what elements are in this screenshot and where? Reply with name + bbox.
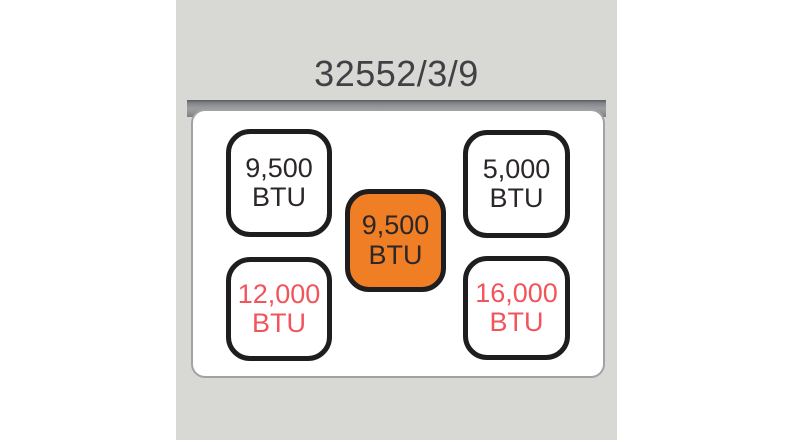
burner-top-right: 5,000 BTU xyxy=(463,130,570,238)
cooktop-panel: 9,500 BTU 5,000 BTU 9,500 BTU 12,000 BTU… xyxy=(191,109,605,378)
model-number: 32552/3/9 xyxy=(314,53,479,94)
burner-btu-value: 9,500 xyxy=(361,210,430,241)
burner-btu-value: 12,000 xyxy=(237,278,321,309)
burner-btu-unit: BTU xyxy=(252,182,306,212)
burner-btu-unit: BTU xyxy=(489,307,544,337)
burner-btu-unit: BTU xyxy=(489,183,544,213)
burner-bottom-right: 16,000 BTU xyxy=(463,256,570,360)
diagram-backdrop: 32552/3/9 9,500 BTU 5,000 BTU 9,500 BTU … xyxy=(176,0,617,440)
burner-btu-value: 5,000 xyxy=(482,153,551,184)
burner-bottom-left: 12,000 BTU xyxy=(226,257,332,361)
burner-top-left: 9,500 BTU xyxy=(226,129,332,237)
burner-btu-value: 9,500 xyxy=(245,152,313,183)
burner-btu-value: 16,000 xyxy=(475,277,558,308)
burner-center: 9,500 BTU xyxy=(345,189,446,292)
burner-btu-unit: BTU xyxy=(368,239,423,270)
burner-btu-unit: BTU xyxy=(252,308,306,338)
